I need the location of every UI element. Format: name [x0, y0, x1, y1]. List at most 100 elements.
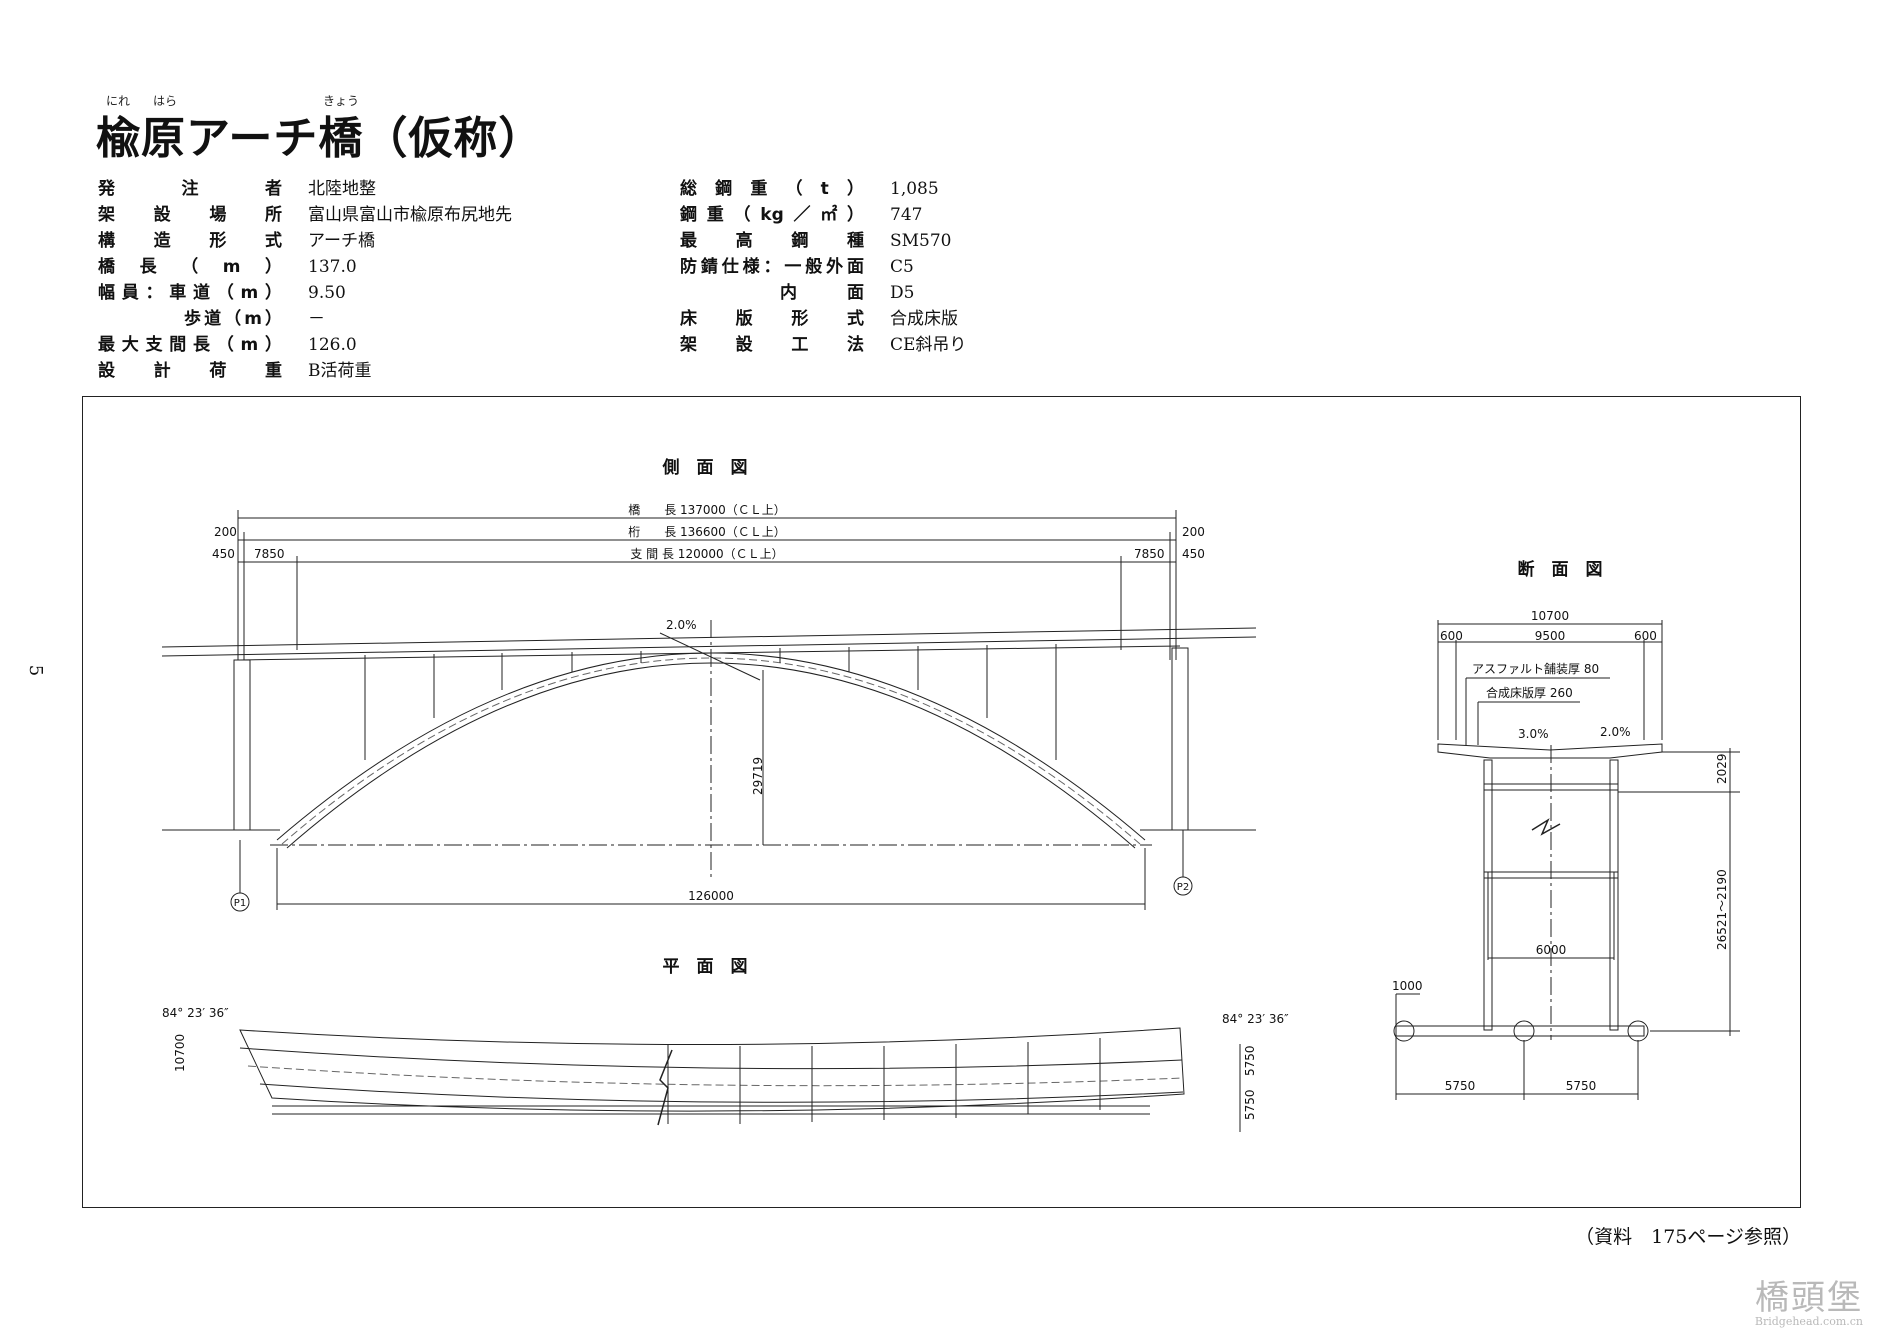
sec-asphalt: アスファルト舗装厚 80	[1472, 662, 1599, 676]
dim-7850-left: 7850	[254, 547, 285, 561]
spec-row: 防錆仕様：一般外面 C5	[680, 254, 966, 280]
spec-row: 架設場所 富山県富山市楡原布尻地先	[98, 202, 512, 228]
spec-value: －	[308, 309, 325, 329]
plan-view-title: 平 面 図	[663, 957, 748, 977]
spec-label: 橋長（m）	[98, 257, 282, 277]
spec-value: SM570	[890, 231, 952, 251]
spec-value: 北陸地整	[308, 179, 376, 199]
spec-row: 鋼重（kg／㎡）747	[680, 202, 966, 228]
rise-dimension: 29719	[751, 757, 765, 795]
abutment-left	[233, 659, 251, 831]
sec-600-right: 600	[1634, 629, 1657, 643]
spec-label: 最高鋼種	[680, 231, 864, 251]
section-view-title: 断 面 図	[1518, 559, 1603, 580]
sec-bottom-beam	[1395, 1025, 1645, 1037]
sec-9500: 9500	[1535, 629, 1566, 643]
sec-600-left: 600	[1440, 629, 1463, 643]
sec-1000: 1000	[1392, 979, 1423, 993]
dim-7850-right: 7850	[1134, 547, 1165, 561]
abutment-right	[1171, 647, 1189, 831]
sec-slab: 合成床版厚 260	[1486, 685, 1573, 700]
spec-label: 防錆仕様：一般外面	[680, 257, 864, 277]
spec-value: B活荷重	[308, 361, 372, 381]
spec-value: D5	[890, 283, 915, 303]
dim-span-length: 支 間 長 120000（ＣＬ上）	[630, 547, 783, 561]
dim-girder-length: 桁 長 136600（ＣＬ上）	[628, 525, 786, 539]
specs-left: 発注者 北陸地整 架設場所 富山県富山市楡原布尻地先 構造形式 アーチ橋 橋長（m） 1…	[98, 176, 512, 384]
sec-height: 26521～2190	[1715, 869, 1729, 950]
dim-200-right: 200	[1182, 525, 1205, 539]
spec-label: 構造形式	[98, 231, 282, 251]
side-view-title: 側 面 図	[662, 457, 748, 478]
spec-row: 歩道（m） －	[98, 306, 512, 332]
specs-right: 総鋼重（t） 1,085 鋼重（kg／㎡）747 最高鋼種 SM570 防錆仕様：一…	[680, 176, 966, 358]
spec-row: 発注者 北陸地整	[98, 176, 512, 202]
pier-p1-label: P1	[234, 898, 246, 909]
skew-angle-left: 84° 23′ 36″	[162, 1006, 229, 1020]
sec-5750-left: 5750	[1445, 1079, 1476, 1093]
spec-label: 発注者	[98, 179, 282, 199]
ruby-hara: はら	[153, 94, 178, 108]
spec-label: 総鋼重（t）	[680, 179, 864, 199]
spec-label: 歩道（m）	[184, 309, 282, 329]
watermark: 橋頭堡 Bridgehead.com.cn	[1755, 1270, 1863, 1328]
plan-width: 10700	[173, 1034, 187, 1072]
pier-p2-label: P2	[1177, 882, 1189, 893]
side-slope: 2.0%	[666, 618, 697, 632]
spec-row: 内面 D5	[680, 280, 966, 306]
skew-angle-right: 84° 23′ 36″	[1222, 1012, 1289, 1026]
dim-bridge-length: 橋 長 137000（ＣＬ上）	[628, 503, 786, 517]
drawing-frame	[82, 396, 1801, 1208]
spec-value: C5	[890, 257, 914, 277]
spec-row: 構造形式 アーチ橋	[98, 228, 512, 254]
plan-cross-beams	[667, 1038, 1101, 1124]
sec-slope-left: 3.0%	[1518, 727, 1549, 741]
deck-top	[161, 627, 1257, 648]
spec-row: 最高鋼種 SM570	[680, 228, 966, 254]
sec-bearing-center	[1513, 1020, 1535, 1042]
arch-span-dimension: 126000	[688, 889, 734, 903]
sec-6000: 6000	[1536, 943, 1567, 957]
watermark-logo: 橋頭堡	[1755, 1278, 1863, 1318]
sec-deck-slab	[1437, 743, 1663, 759]
hangers	[364, 644, 1057, 760]
ruby-kyou: きょう	[323, 94, 360, 108]
spec-label: 床版形式	[680, 309, 864, 329]
sec-column-left	[1483, 759, 1493, 1031]
dim-450-left: 450	[212, 547, 235, 561]
spec-row: 床版形式 合成床版	[680, 306, 966, 332]
spec-row: 総鋼重（t） 1,085	[680, 176, 966, 202]
spec-row: 最大支間長（m） 126.0	[98, 332, 512, 358]
sec-bearing-left	[1393, 1020, 1415, 1042]
dim-200-left: 200	[214, 525, 237, 539]
spec-value: 合成床版	[890, 309, 958, 329]
page-title: 楡原アーチ橋（仮称）	[96, 113, 544, 164]
spec-label: 設計荷重	[98, 361, 282, 381]
spec-value: 126.0	[308, 335, 357, 355]
spec-label: 幅員：車道（m）	[98, 283, 282, 303]
spec-value: 747	[890, 205, 923, 225]
spec-label: 架設工法	[680, 335, 864, 355]
spec-value: CE斜吊り	[890, 335, 967, 355]
spec-row: 幅員：車道（m） 9.50	[98, 280, 512, 306]
watermark-url: Bridgehead.com.cn	[1754, 1315, 1863, 1328]
spec-label: 架設場所	[98, 205, 282, 225]
spec-label: 内面	[780, 283, 864, 303]
sec-column-right	[1609, 759, 1619, 1031]
sec-total-width: 10700	[1531, 609, 1569, 623]
spec-value: 1,085	[890, 179, 939, 199]
ruby-nire: にれ	[106, 94, 131, 108]
spec-value: 137.0	[308, 257, 357, 277]
plan-half-lower: 5750	[1243, 1089, 1257, 1120]
spec-label: 最大支間長（m）	[98, 335, 282, 355]
source-note: （資料 175ページ参照）	[1575, 1226, 1801, 1248]
spec-value: 9.50	[308, 283, 346, 303]
deck-bottom	[161, 636, 1257, 657]
spec-value: 富山県富山市楡原布尻地先	[308, 205, 512, 225]
spec-row: 設計荷重 B活荷重	[98, 358, 512, 384]
spec-row: 架設工法 CE斜吊り	[680, 332, 966, 358]
sec-5750-right: 5750	[1566, 1079, 1597, 1093]
spec-value: アーチ橋	[308, 231, 375, 251]
sec-bearing-right	[1627, 1020, 1649, 1042]
